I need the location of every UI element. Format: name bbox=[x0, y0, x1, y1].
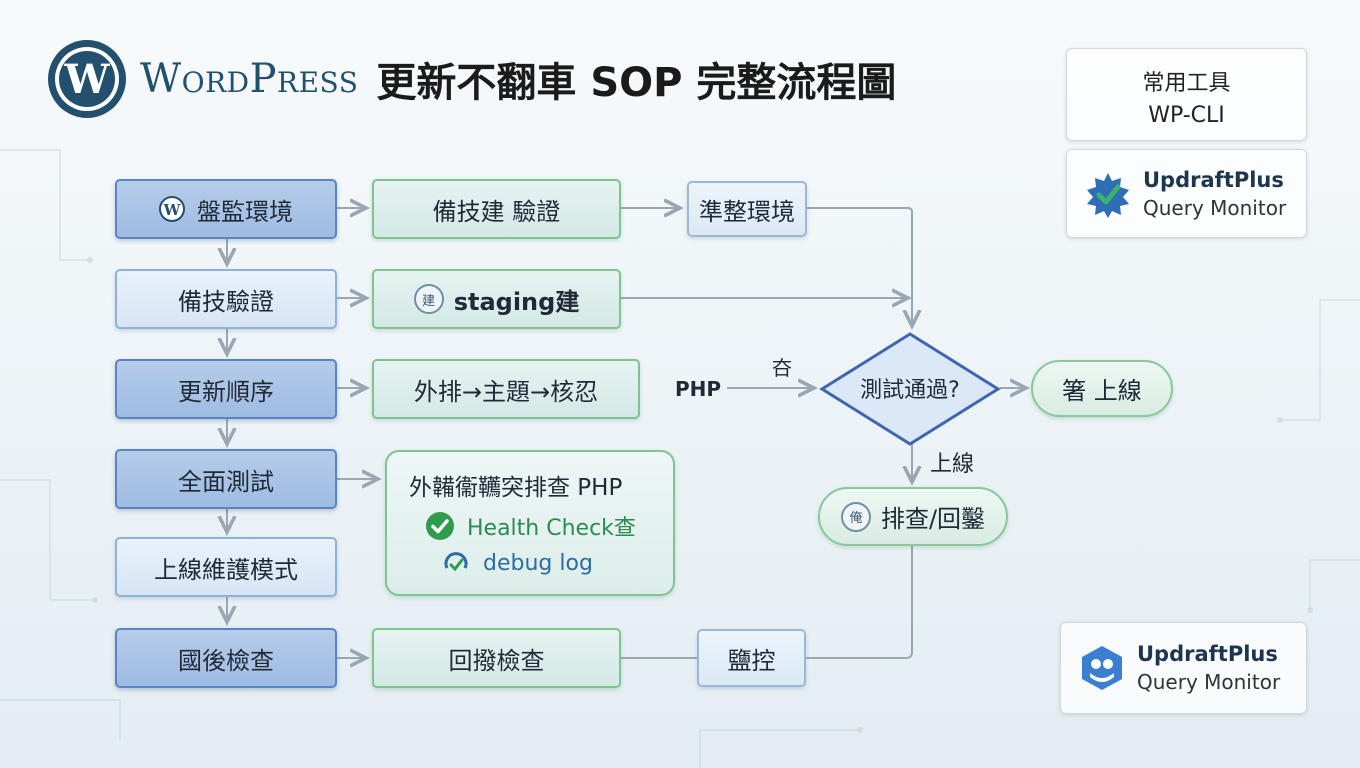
decision-diamond bbox=[819, 332, 1001, 446]
node-prepare-env: 準整環境 bbox=[687, 181, 807, 237]
svg-text:W: W bbox=[64, 56, 111, 103]
brand-name: WordPress bbox=[140, 56, 359, 102]
node-monitoring: 鹽控 bbox=[697, 629, 806, 687]
node-label: 外排→主題→核忍 bbox=[413, 377, 599, 406]
plugin-sub: Query Monitor bbox=[1143, 195, 1287, 220]
debug-log-row: debug log bbox=[443, 550, 593, 576]
node-label: 準整環境 bbox=[699, 197, 795, 226]
troubleshoot-seal-icon: 俺 bbox=[840, 501, 871, 532]
query-monitor-icon bbox=[1082, 646, 1122, 690]
arrow-prep-to-test bbox=[807, 207, 912, 326]
debug-log-label: debug log bbox=[483, 550, 593, 576]
node-label: 備技驗證 bbox=[178, 287, 274, 316]
node-label: staging建 bbox=[453, 287, 580, 316]
node-label: 更新順序 bbox=[178, 377, 274, 406]
page-title: 更新不翻車 SOP 完整流程圖 bbox=[376, 60, 897, 106]
node-label: 箸 上線 bbox=[1062, 377, 1142, 405]
node-label: 回撥檢查 bbox=[448, 646, 545, 675]
node-maintenance-mode: 上線維護模式 bbox=[115, 537, 337, 597]
node-label: 國後檢查 bbox=[178, 646, 274, 675]
fail-label: 上線 bbox=[930, 452, 975, 477]
node-full-test: 全面測試 bbox=[115, 449, 337, 509]
node-label: 上線維護模式 bbox=[154, 555, 298, 584]
health-check-label: Health Check查 bbox=[467, 516, 636, 541]
wordpress-logo-icon: W bbox=[48, 40, 126, 118]
staging-seal-icon: 建 bbox=[413, 284, 444, 314]
gauge-icon bbox=[444, 552, 468, 572]
tools-card: 常用工具 WP-CLI bbox=[1066, 48, 1307, 141]
node-pass-launch: 箸 上線 bbox=[1031, 360, 1173, 417]
tools-heading: 常用工具 bbox=[1142, 71, 1231, 96]
node-update-order: 更新順序 bbox=[115, 359, 337, 419]
node-monitor-env: W 盤監環境 bbox=[115, 179, 337, 239]
health-check-row: Health Check查 bbox=[425, 510, 636, 542]
plugin-card-1: UpdraftPlus Query Monitor bbox=[1066, 149, 1307, 238]
yes-label: 夻 bbox=[772, 356, 792, 380]
node-troubleshoot: 俺 排查/回鑿 bbox=[818, 487, 1008, 546]
conflict-check-title: 外韛衞韉突排查 PHP bbox=[409, 475, 623, 501]
plugin-sub: Query Monitor bbox=[1137, 670, 1281, 694]
plugin-card-2: UpdraftPlus Query Monitor bbox=[1060, 622, 1307, 714]
plugin-name: UpdraftPlus bbox=[1137, 642, 1278, 666]
check-circle-icon bbox=[426, 512, 454, 540]
wordpress-mini-icon: W bbox=[159, 196, 185, 222]
svg-text:W: W bbox=[163, 201, 182, 219]
node-staging: 建 staging建 bbox=[372, 269, 621, 329]
node-label: 盤監環境 bbox=[197, 197, 293, 226]
conflict-check-box: 外韛衞韉突排查 PHP Health Check查 debug log bbox=[385, 450, 675, 596]
node-label: 全面測試 bbox=[178, 467, 274, 496]
tools-wpcli: WP-CLI bbox=[1148, 103, 1225, 128]
header: W WordPress 更新不翻車 SOP 完整流程圖 bbox=[46, 38, 896, 120]
line-troubleshoot-to-monitor bbox=[806, 546, 913, 659]
node-plugin-theme-core: 外排→主題→核忍 bbox=[372, 359, 640, 419]
node-rollback-check: 回撥檢查 bbox=[372, 628, 621, 688]
node-post-check: 國後檢查 bbox=[115, 628, 337, 688]
updraft-puzzle-icon bbox=[1087, 172, 1129, 218]
php-label: PHP bbox=[675, 377, 722, 401]
node-label: 鹽控 bbox=[727, 646, 776, 675]
node-label: 備技建 驗證 bbox=[432, 197, 561, 226]
node-backup-build: 備技建 驗證 bbox=[372, 179, 621, 239]
plugin-name: UpdraftPlus bbox=[1143, 167, 1284, 192]
node-label: 排查/回鑿 bbox=[880, 505, 986, 533]
node-backup-verify: 備技驗證 bbox=[115, 269, 337, 329]
decision-text: 測試通過? bbox=[860, 378, 960, 403]
